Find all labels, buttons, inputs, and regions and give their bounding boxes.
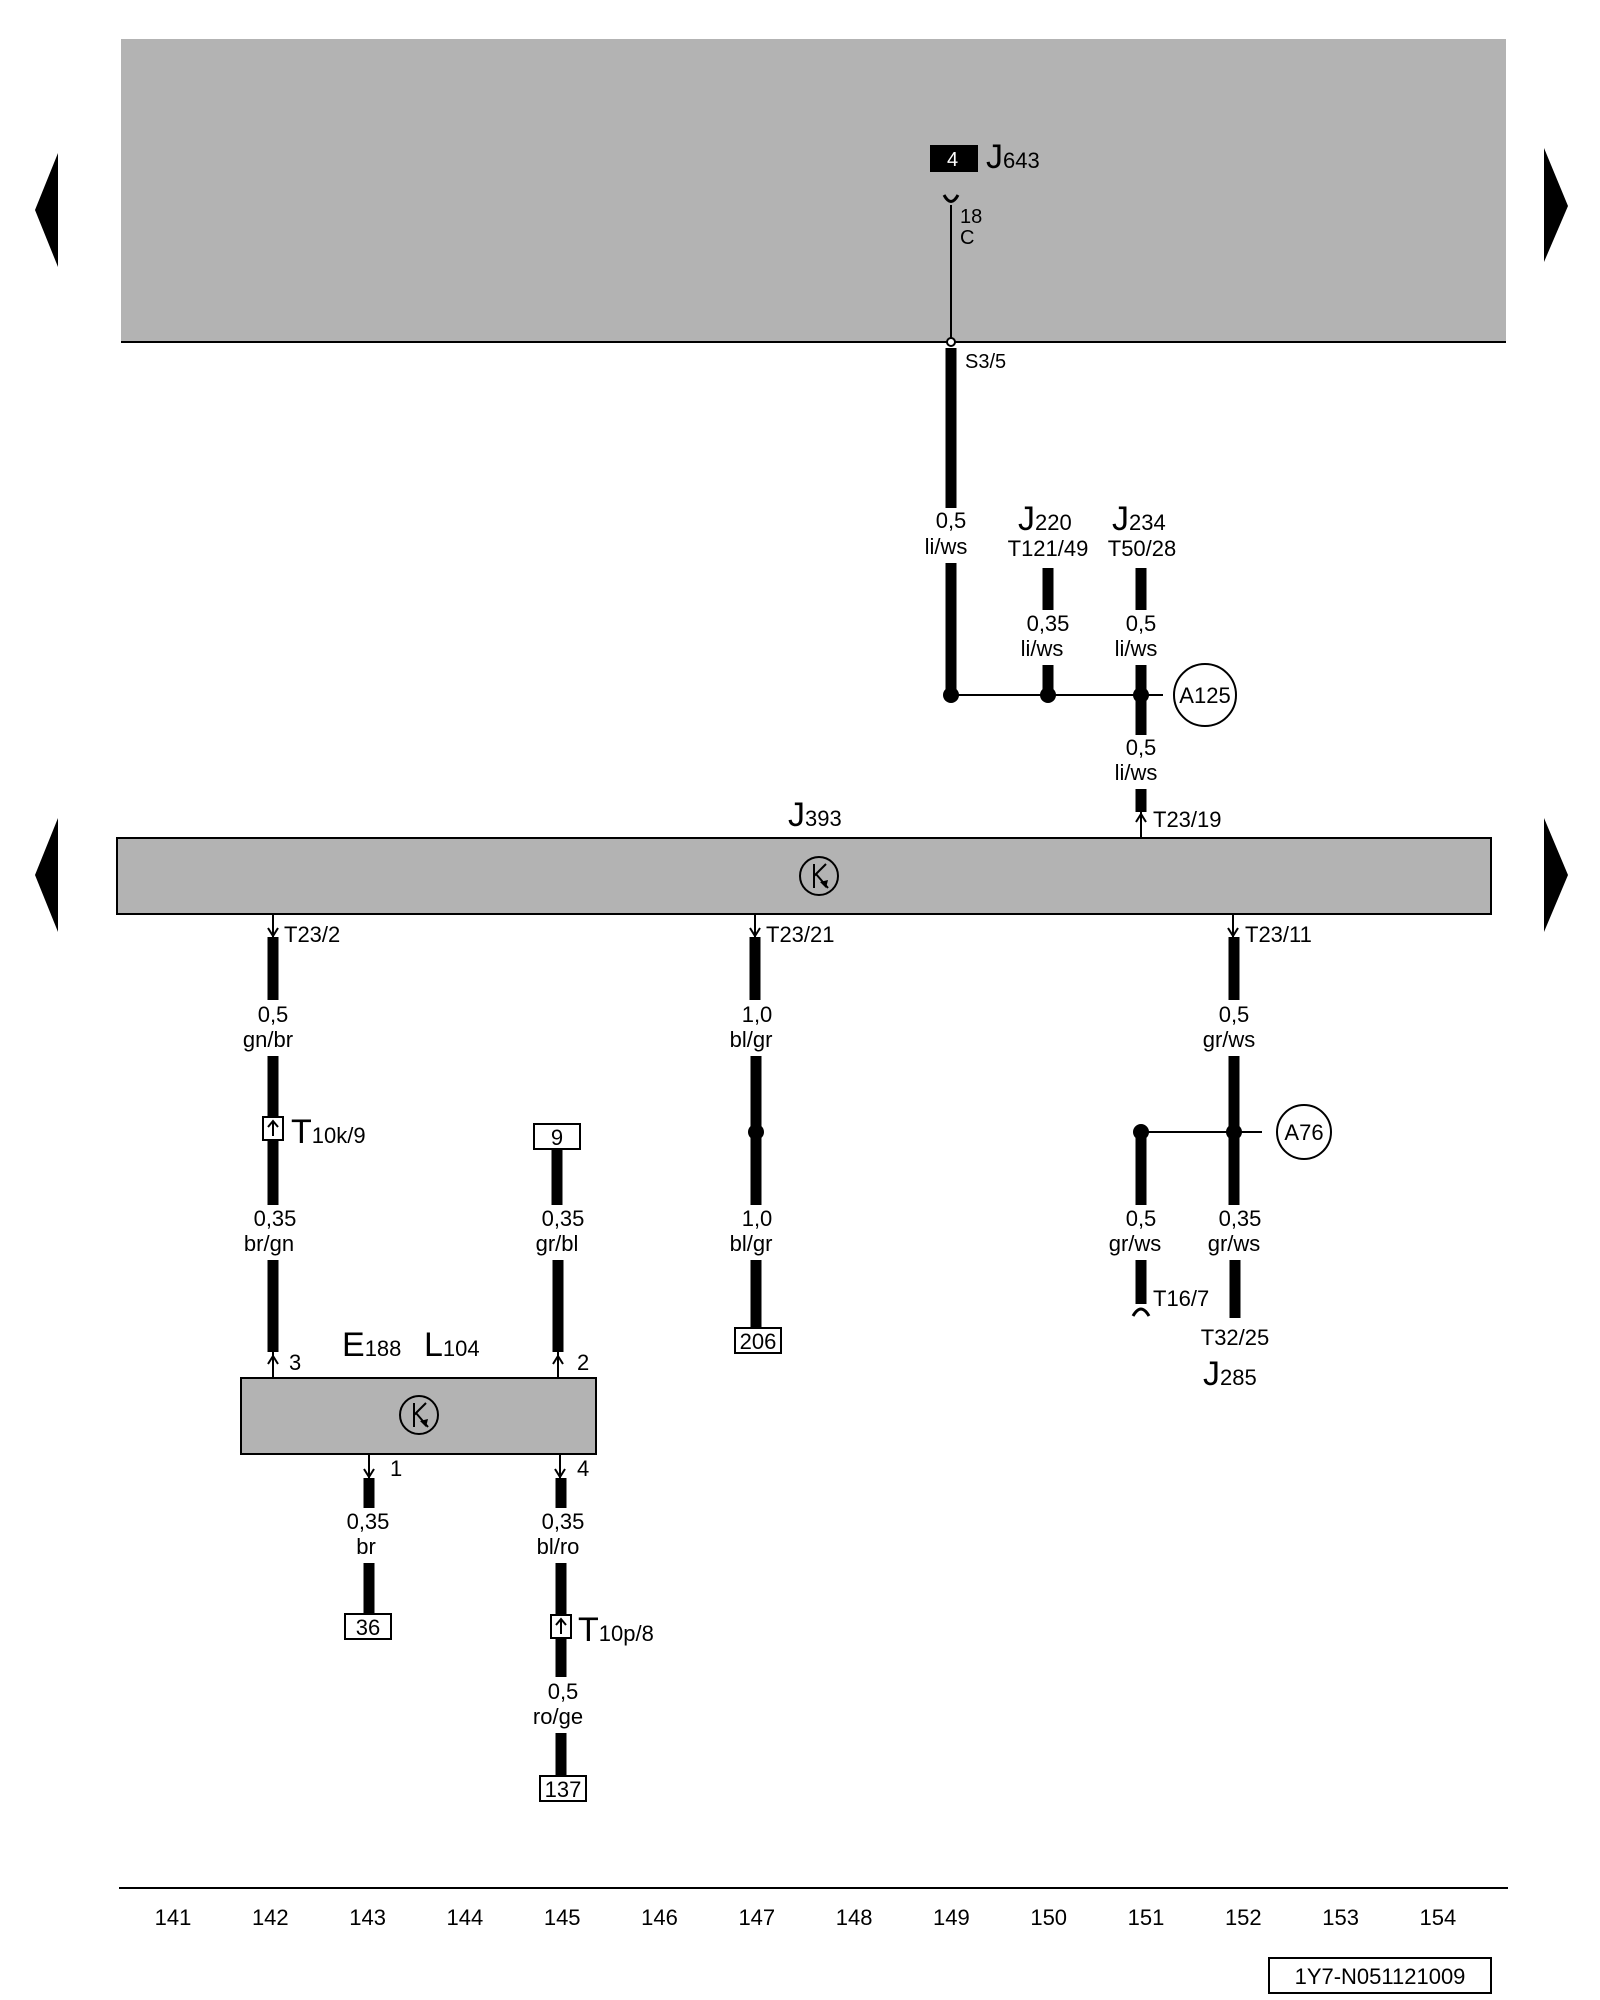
j285-label: J285 — [1203, 1355, 1257, 1393]
wire-gnbr-size: 0,5 — [258, 1002, 289, 1027]
doc-id: 1Y7-N051121009 — [1295, 1964, 1466, 1989]
doc-id-box — [1268, 1957, 1492, 1994]
connector-t10k-icon — [262, 1116, 284, 1141]
wire-j393-size: 0,5 — [1126, 735, 1157, 760]
a76-label: A76 — [1284, 1120, 1323, 1145]
a76-marker[interactable] — [1276, 1104, 1332, 1160]
connector-t10p-icon — [550, 1614, 572, 1639]
j643-badge — [930, 145, 978, 172]
ruler-number: 144 — [447, 1905, 484, 1930]
wire-grbl-size: 0,35 — [542, 1206, 585, 1231]
ruler-number: 142 — [252, 1905, 289, 1930]
ref-box-206[interactable] — [734, 1327, 782, 1354]
pin-socket-icon — [1131, 1307, 1151, 1317]
ruler-number: 152 — [1225, 1905, 1262, 1930]
pin-c: C — [960, 227, 974, 249]
ruler-numbers: 141 142 143 144 145 146 147 148 149 150 151 152 153 1… — [155, 1905, 1457, 1930]
t10p-label: T10p/8 — [578, 1611, 654, 1649]
ruler-number: 151 — [1128, 1905, 1165, 1930]
wire-blro-color: bl/ro — [537, 1534, 580, 1559]
nav-left-arrow-top[interactable] — [35, 153, 58, 267]
clock-arrow-icon — [799, 856, 839, 896]
a125-marker[interactable] — [1173, 663, 1237, 727]
wire-brgn-size: 0,35 — [254, 1206, 297, 1231]
wire-blgr1-size: 1,0 — [742, 1002, 773, 1027]
ref-box-137[interactable] — [539, 1775, 587, 1802]
pin-t23-2: T23/2 — [284, 922, 340, 947]
wire-j220-color: li/ws — [1021, 636, 1064, 661]
wire-roge-color: ro/ge — [533, 1704, 583, 1729]
wire-grws-right-size: 0,35 — [1219, 1206, 1262, 1231]
wire-grbl-color: gr/bl — [536, 1231, 579, 1256]
ruler-number: 143 — [349, 1905, 386, 1930]
wire-blgr2-color: bl/gr — [730, 1231, 773, 1256]
wire-grws-size: 0,5 — [1219, 1002, 1250, 1027]
pin-t23-19: T23/19 — [1153, 807, 1222, 832]
e188-label: E188 — [342, 1326, 401, 1364]
wire-brgn-color: br/gn — [244, 1231, 294, 1256]
j393-label: J393 — [788, 796, 842, 834]
wire-main-size: 0,5 — [936, 508, 967, 533]
e188-pin-2: 2 — [577, 1350, 589, 1375]
wire-blro-size: 0,35 — [542, 1509, 585, 1534]
wire-grws-color: gr/ws — [1203, 1027, 1256, 1052]
j234-label: J234 — [1112, 500, 1166, 538]
wire-br-size: 0,35 — [347, 1509, 390, 1534]
connector-s3-5: S3/5 — [965, 351, 1006, 373]
wire-roge-size: 0,5 — [548, 1679, 579, 1704]
pin-t32-25: T32/25 — [1201, 1325, 1270, 1350]
ruler-number: 146 — [641, 1905, 678, 1930]
ruler-number: 145 — [544, 1905, 581, 1930]
j643-badge-number: 4 — [947, 149, 958, 171]
ruler-number: 148 — [836, 1905, 873, 1930]
wire-grws-left-size: 0,5 — [1126, 1206, 1157, 1231]
ruler-number: 153 — [1322, 1905, 1359, 1930]
wire-gnbr-color: gn/br — [243, 1027, 293, 1052]
wire-j234-size: 0,5 — [1126, 611, 1157, 636]
wire-grws-left-color: gr/ws — [1109, 1231, 1162, 1256]
j234-pin: T50/28 — [1108, 536, 1177, 561]
ref-box-9-label: 9 — [551, 1125, 563, 1150]
wire-grws-right-color: gr/ws — [1208, 1231, 1261, 1256]
ruler-number: 141 — [155, 1905, 192, 1930]
j393-module[interactable] — [116, 837, 1492, 915]
wire-blgr2-size: 1,0 — [742, 1206, 773, 1231]
pin-t23-11: T23/11 — [1245, 922, 1312, 947]
ref-box-137-label: 137 — [545, 1777, 582, 1802]
j220-label: J220 — [1018, 500, 1072, 538]
pin-t23-21: T23/21 — [766, 922, 835, 947]
top-module-panel — [121, 39, 1506, 342]
e188-pin-3: 3 — [289, 1350, 301, 1375]
wire-j220-size: 0,35 — [1027, 611, 1070, 636]
ref-box-36-label: 36 — [356, 1615, 380, 1640]
wire-j393-color: li/ws — [1115, 760, 1158, 785]
j643-label: J643 — [986, 138, 1040, 176]
pin-socket-icon — [942, 194, 960, 203]
wire-j234-color: li/ws — [1115, 636, 1158, 661]
wire-blgr1-color: bl/gr — [730, 1027, 773, 1052]
wire-main-color: li/ws — [925, 534, 968, 559]
t10k-label: T10k/9 — [291, 1113, 366, 1151]
ruler-number: 147 — [738, 1905, 775, 1930]
nav-right-arrow-top[interactable] — [1544, 148, 1568, 262]
clock-arrow-icon — [399, 1395, 439, 1435]
ruler-number: 149 — [933, 1905, 970, 1930]
connector-point-icon — [946, 337, 956, 347]
ref-box-206-label: 206 — [740, 1329, 777, 1354]
l104-label: L104 — [424, 1326, 480, 1364]
ruler-number: 150 — [1030, 1905, 1067, 1930]
pin-t16-7: T16/7 — [1153, 1286, 1209, 1311]
ruler-number: 154 — [1420, 1905, 1457, 1930]
wire-br-color: br — [356, 1534, 376, 1559]
nav-left-arrow-mid[interactable] — [35, 818, 58, 932]
pin-18: 18 — [960, 206, 982, 228]
ref-box-36[interactable] — [344, 1613, 392, 1640]
nav-right-arrow-mid[interactable] — [1544, 818, 1568, 932]
e188-pin-4: 4 — [577, 1456, 589, 1481]
e188-pin-1: 1 — [390, 1456, 402, 1481]
j220-pin: T121/49 — [1008, 536, 1089, 561]
a125-label: A125 — [1179, 683, 1230, 708]
